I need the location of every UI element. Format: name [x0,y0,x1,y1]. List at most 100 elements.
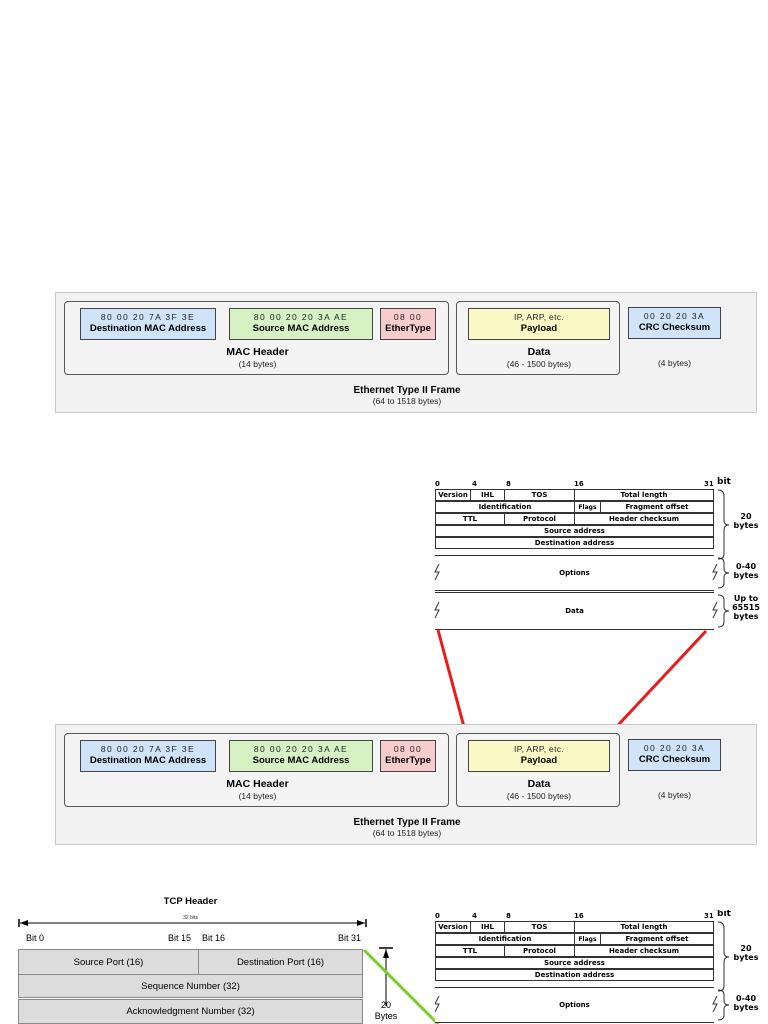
data-size-2: (46 - 1500 bytes) [506,791,572,801]
side-20-bytes-2: 20 bytes [733,944,759,962]
options-cell-2: Options [559,1001,590,1009]
tcp-width-label: 32 bits [183,915,198,921]
frame-size-2: (64 to 1518 bytes) [372,828,442,838]
destination-address-cell-2: Destination address [534,971,615,979]
side-up-to-bytes: Up to 65515 bytes [732,594,760,621]
crc-field: 00 20 20 3A CRC Checksum [628,307,721,339]
frame-size: (64 to 1518 bytes) [372,396,442,406]
bit-label-2: bit [717,910,731,919]
tcp-bit-31: Bit 31 [338,933,362,943]
tos-cell: TOS [504,490,574,500]
ipv4-row-version-2: Version IHL TOS Total length [435,921,714,933]
tcp-title: TCP Header [163,896,218,907]
source-address-cell: Source address [544,527,605,535]
options-cell: Options [559,569,590,577]
ipv4-row-options-2: Options [435,987,714,1023]
bit-16: 16 [574,480,584,488]
data-title-2: Data [527,778,551,790]
bit-label: bit [717,477,731,487]
ipv4-row-source-2: Source address [435,957,714,969]
ipv4-header-2: 0 4 8 16 31 bit Version IHL TOS Total le… [435,910,765,1024]
bit-8-2: 8 [506,912,511,920]
mac-header-group: 80 00 20 7A 3F 3E Destination MAC Addres… [64,301,449,375]
bit-4: 4 [472,480,477,488]
ipv4-row-source: Source address [435,525,714,537]
dest-mac-label-2: Destination MAC Address [89,755,207,766]
mac-header-group-2: 80 00 20 7A 3F 3E Destination MAC Addres… [64,733,449,807]
identification-cell-2: Identification [478,935,532,943]
protocol-cell: Protocol [504,514,574,524]
ipv4-row-ttl-2: TTL Protocol Header checksum [435,945,714,957]
tcp-size-unit: Bytes [374,1011,398,1021]
payload-field-2: IP, ARP, etc. Payload [468,740,610,772]
header-checksum-cell: Header checksum [574,514,713,524]
frame-title-2: Ethernet Type II Frame [353,817,461,828]
version-cell-2: Version [438,923,468,931]
source-address-cell-2: Source address [544,959,605,967]
ethertype-label-2: EtherType [385,755,431,766]
ipv4-header-1: 0 4 8 16 31 bit Version IHL TOS Total le… [434,477,765,638]
total-length-cell: Total length [574,490,713,500]
dest-mac-field-2: 80 00 20 7A 3F 3E Destination MAC Addres… [80,740,216,772]
crc-size-2: (4 bytes) [657,790,692,800]
src-mac-field-2: 80 00 20 20 3A AE Source MAC Address [229,740,373,772]
bit-31-2: 31 [704,912,714,920]
src-mac-label: Source MAC Address [252,323,350,334]
crc-hex-2: 00 20 20 3A [643,743,706,753]
tcp-bit-15: Bit 15 [168,933,192,943]
tos-cell-2: TOS [504,922,574,932]
ethertype-hex: 08 00 [393,312,423,322]
src-mac-field: 80 00 20 20 3A AE Source MAC Address [229,308,373,340]
payload-field: IP, ARP, etc. Payload [468,308,610,340]
bit-4-2: 4 [472,912,477,920]
ttl-cell: TTL [462,515,478,523]
bit-31: 31 [704,480,714,488]
dest-port-cell: Destination Port (16) [236,956,325,968]
tcp-size-num: 20 [380,1000,391,1010]
crc-label: CRC Checksum [638,322,711,333]
ethertype-field-2: 08 00 EtherType [380,740,436,772]
header-checksum-cell-2: Header checksum [574,946,713,956]
side-20-bytes: 20 bytes [733,512,759,530]
version-cell: Version [438,491,468,499]
mac-header-title-2: MAC Header [226,778,289,790]
tcp-bit-0: Bit 0 [26,933,45,943]
dest-mac-field: 80 00 20 7A 3F 3E Destination MAC Addres… [80,308,216,340]
bit-0: 0 [435,480,440,488]
crc-field-2: 00 20 20 3A CRC Checksum [628,739,721,771]
ethertype-field: 08 00 EtherType [380,308,436,340]
flags-cell-2: Flags [574,934,600,944]
fragment-offset-cell-2: Fragment offset [600,934,713,944]
src-mac-label-2: Source MAC Address [252,755,350,766]
ipv4-row-options: Options [435,555,714,591]
crc-hex: 00 20 20 3A [643,311,706,321]
side-0-40-bytes: 0-40 bytes [733,562,759,580]
dest-mac-label: Destination MAC Address [89,323,207,334]
ttl-cell-2: TTL [462,947,478,955]
tcp-header: TCP Header 32 bits Bit 0 Bit 15 Bit 16 B… [18,892,418,1024]
mac-header-size: (14 bytes) [238,359,277,369]
data-group-2: IP, ARP, etc. Payload Data (46 - 1500 by… [456,733,620,807]
ipv4-braces [434,489,730,628]
payload-hex-2: IP, ARP, etc. [514,744,564,754]
ihl-cell: IHL [470,490,504,500]
side-0-40-bytes-2: 0-40 bytes [733,994,759,1012]
tcp-row-ports: Source Port (16) Destination Port (16) [18,949,363,975]
payload-hex: IP, ARP, etc. [514,312,564,322]
src-mac-hex-2: 80 00 20 20 3A AE [253,744,349,754]
mac-header-size-2: (14 bytes) [238,791,277,801]
total-length-cell-2: Total length [574,922,713,932]
src-mac-hex: 80 00 20 20 3A AE [253,312,349,322]
ipv4-row-version: Version IHL TOS Total length [435,489,714,501]
ipv4-row-data: Data [435,592,714,630]
ipv4-row-destination: Destination address [435,537,714,549]
flags-cell: Flags [574,502,600,512]
ethertype-hex-2: 08 00 [393,744,423,754]
ipv4-row-destination-2: Destination address [435,969,714,981]
data-cell: Data [565,607,584,615]
tcp-row-seq: Sequence Number (32) [18,974,363,998]
bit-0-2: 0 [435,912,440,920]
payload-label-2: Payload [520,755,558,766]
